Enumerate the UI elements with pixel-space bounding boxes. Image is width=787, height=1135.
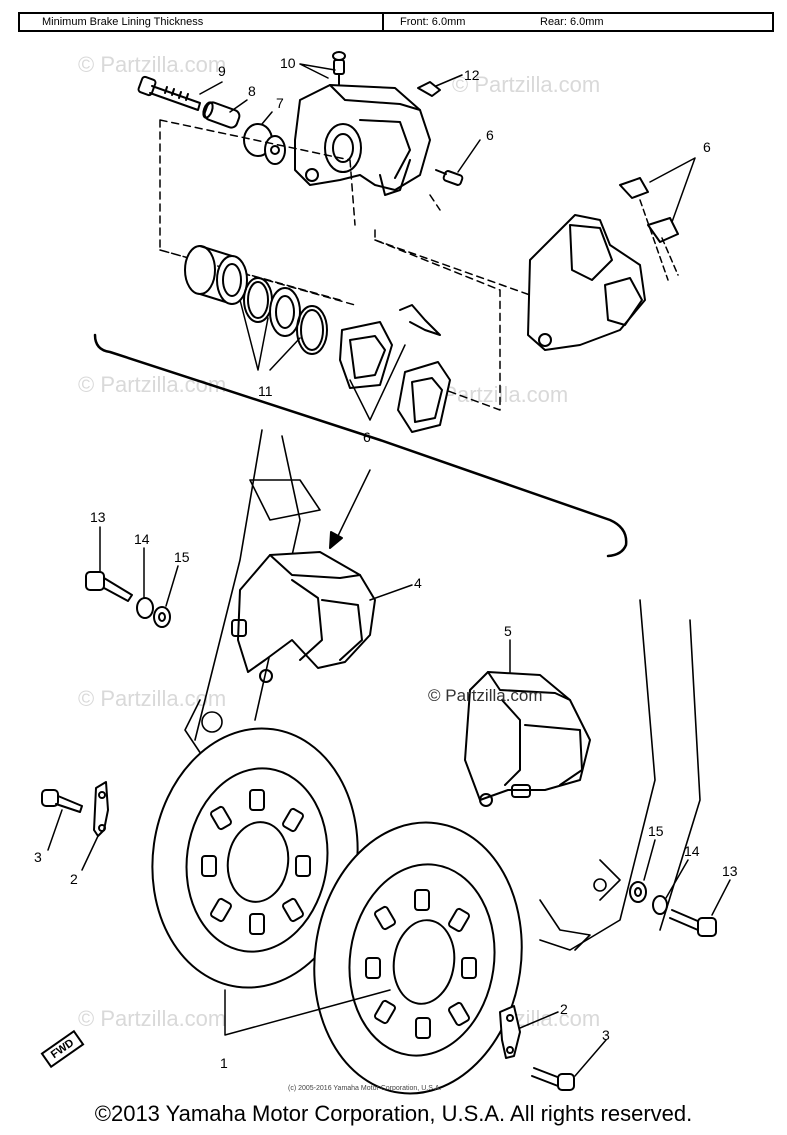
seal-11-icon: [243, 277, 328, 355]
watermark: © Partzilla.com: [78, 686, 227, 711]
callout-2: 2: [560, 1001, 568, 1017]
lining-thickness-spec: Minimum Brake Lining Thickness Front: 6.…: [18, 12, 774, 32]
bolt-9-icon: [137, 75, 201, 111]
callout-3: 3: [34, 849, 42, 865]
callout-leaders-mid: [99, 526, 413, 607]
brake-disc-right-icon: [313, 821, 523, 1095]
bleeder-10-icon: [332, 51, 346, 86]
washer-14-icon: [652, 895, 668, 915]
callout-1: 1: [220, 1055, 228, 1071]
sleeve-8-icon: [202, 101, 241, 129]
callout-7: 7: [276, 95, 284, 111]
callout-leaders-top: [199, 63, 696, 421]
callout-14: 14: [684, 843, 700, 859]
watermark: © Partzilla.com: [452, 72, 601, 97]
caliper-4-icon: [231, 551, 376, 683]
brake-pad-icon: [339, 304, 451, 433]
bolt-3-icon: [41, 789, 83, 813]
bolt-13-icon: [85, 571, 133, 602]
callout-6: 6: [703, 139, 711, 155]
washer-14-icon: [136, 597, 154, 619]
lock-plate-2-icon: [93, 781, 109, 837]
washer-15-icon: [629, 881, 647, 903]
callout-13: 13: [722, 863, 738, 879]
assembly-bracket-line: [93, 333, 628, 558]
callout-4: 4: [414, 575, 422, 591]
assembly-guide-lines: [159, 119, 531, 411]
watermark-center: © Partzilla.com: [428, 686, 543, 705]
callout-11: 11: [258, 383, 273, 399]
watermark: © Partzilla.com: [78, 1006, 227, 1031]
brake-disc-left-icon: [151, 727, 359, 989]
lock-plate-2-icon: [499, 1005, 521, 1059]
callout-5: 5: [504, 623, 512, 639]
copyright-footer: ©2013 Yamaha Motor Corporation, U.S.A. A…: [94, 1101, 693, 1126]
bolt-3-icon: [531, 1067, 575, 1091]
small-copyright: (c) 2005-2016 Yamaha Motor Corporation, …: [288, 1085, 442, 1092]
watermark: © Partzilla.com: [78, 52, 227, 77]
watermark: © Partzilla.com: [78, 372, 227, 397]
spec-label: Minimum Brake Lining Thickness: [20, 14, 384, 30]
pad-pin-icon: [435, 169, 464, 186]
callout-15: 15: [174, 549, 190, 565]
callout-6: 6: [486, 127, 494, 143]
callout-leaders-bottom: [47, 809, 607, 1077]
clip-12-icon: [417, 81, 441, 97]
callout-15: 15: [648, 823, 664, 839]
callout-9: 9: [218, 63, 226, 79]
callout-12: 12: [464, 67, 480, 83]
callout-13: 13: [90, 509, 106, 525]
callout-14: 14: [134, 531, 150, 547]
washer-15-icon: [153, 606, 171, 628]
caliper-body-exploded-icon: [294, 84, 431, 196]
caliper-5-icon: [464, 671, 591, 807]
spec-rear: Rear: 6.0mm: [540, 16, 604, 28]
callout-leaders-right: [509, 639, 731, 916]
boot-7-icon: [243, 123, 286, 165]
bolt-13-icon: [669, 909, 717, 937]
piston-icon: [184, 245, 248, 305]
callout-3: 3: [602, 1027, 610, 1043]
caliper-support-icon: [527, 177, 679, 351]
spec-front: Front: 6.0mm: [400, 16, 466, 28]
callout-6: 6: [363, 429, 371, 445]
callout-8: 8: [248, 83, 256, 99]
callout-2: 2: [70, 871, 78, 887]
callout-10: 10: [280, 55, 296, 71]
